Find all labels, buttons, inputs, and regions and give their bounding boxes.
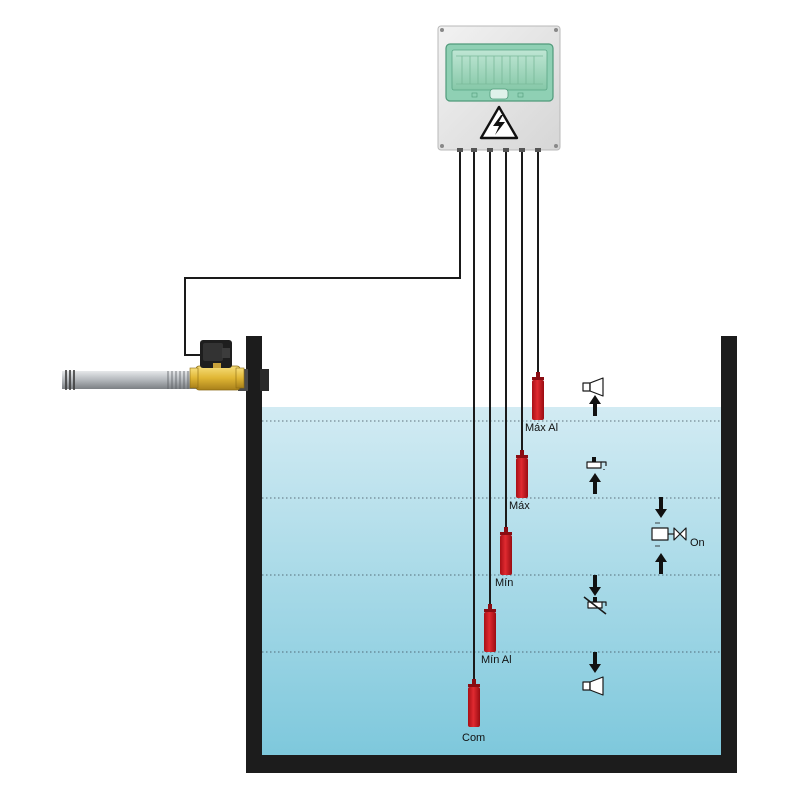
valve-wire (184, 150, 461, 356)
solenoid-valve-icon (651, 522, 687, 547)
tank-floor (246, 755, 737, 773)
tank-wall-right (721, 336, 737, 773)
control-panel (437, 25, 561, 152)
arrow-down-icon (589, 575, 601, 596)
tap-closed-icon (583, 596, 607, 615)
probe-com (468, 679, 480, 727)
wiring (184, 150, 539, 682)
probe-max-al (532, 372, 544, 420)
level-indicators (582, 377, 687, 696)
probe-label-max-al: Máx Al (525, 422, 558, 434)
probe-label-min: Mín (495, 577, 513, 589)
high-voltage-warning-icon (479, 105, 519, 140)
valve-state-label: On (690, 537, 705, 549)
arrow-down-icon (655, 497, 667, 518)
tap-open-icon (586, 457, 607, 471)
probe-max (516, 450, 528, 498)
alarm-horn-icon (582, 676, 604, 696)
tank-wall-left (246, 336, 262, 773)
probe-min (500, 527, 512, 575)
tank (246, 336, 737, 773)
probe-label-com: Com (462, 732, 485, 744)
arrow-up-icon (589, 395, 601, 416)
solenoid-valve (189, 340, 245, 391)
arrow-down-icon (589, 652, 601, 673)
probe-label-max: Máx (509, 500, 530, 512)
probe-label-min-al: Mín Al (481, 654, 512, 666)
probes (468, 372, 544, 727)
water (262, 407, 721, 755)
arrow-up-icon (655, 553, 667, 574)
alarm-horn-icon (582, 377, 604, 397)
probe-min-al (484, 604, 496, 652)
arrow-up-icon (589, 473, 601, 494)
